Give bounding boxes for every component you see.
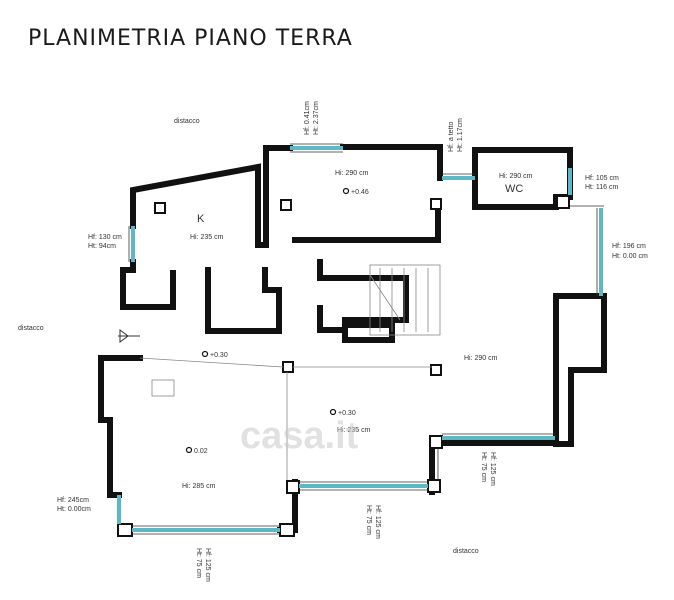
window-note: Ht: 75 cm (365, 505, 372, 535)
column (430, 198, 442, 210)
wall-left-upper (130, 145, 293, 248)
window-top-1 (290, 143, 343, 153)
room-height: Hi: 290 cm (464, 355, 498, 362)
column (430, 364, 442, 376)
distacco-label: distacco (174, 118, 200, 125)
room-height: Hi: 290 cm (499, 173, 533, 180)
window-note: Hf: 125 cm (489, 452, 496, 486)
column (280, 199, 292, 211)
column (117, 523, 133, 537)
window-bottom (132, 525, 280, 535)
window-note: Hf: 105 cm (585, 175, 619, 182)
window-note: Hf: a tetto (448, 122, 455, 152)
level-line (139, 357, 284, 368)
window-note: Ht: 0.00 cm (612, 253, 648, 260)
distacco-label: distacco (453, 548, 479, 555)
entrance-arrow-icon (118, 329, 140, 343)
wall-left-lower (98, 355, 143, 498)
window-note: Ht: 2.37cm (313, 101, 320, 135)
column (556, 195, 570, 209)
window-note: Hf: 0.41cm (304, 101, 311, 135)
wall-right-side (553, 293, 607, 447)
window-note: Hf: 125 cm (204, 548, 211, 582)
room-height: Hi: 290 cm (335, 170, 369, 177)
level-label: 0.02 (194, 448, 208, 455)
watermark: casa.it (240, 415, 359, 457)
window-bottom-right (437, 433, 555, 480)
column (282, 361, 294, 373)
level-label: +0.30 (338, 410, 356, 417)
window-note: Hf: 245cm (57, 497, 89, 504)
wall-kitchen (205, 267, 282, 334)
distacco-label: distacco (18, 325, 44, 332)
window-note: Ht: 94cm (88, 243, 116, 250)
room-label-k: K (197, 213, 205, 225)
level-marker-icon (329, 408, 337, 416)
column (427, 479, 441, 493)
wall-left-side (120, 259, 176, 310)
window-note: Ht: 0.00cm (57, 506, 91, 513)
window-note: Hf: 196 cm (612, 243, 646, 250)
wall-top-room-inner (292, 205, 441, 243)
window-left (128, 226, 135, 262)
column (429, 435, 443, 449)
level-label: +0.30 (210, 352, 228, 359)
level-marker-icon (201, 350, 209, 358)
window-note: Ht: 75 cm (480, 452, 487, 482)
window-bottom-mid (299, 481, 428, 491)
window-note: Ht: 75 cm (195, 548, 202, 578)
window-note: Ht: 1.17cm (457, 118, 464, 152)
stair-step-icon (151, 379, 175, 397)
room-height: Hi: 235 cm (337, 427, 371, 434)
column (286, 480, 300, 494)
level-marker-icon (185, 446, 193, 454)
room-height: Hi: 285 cm (182, 483, 216, 490)
column (279, 523, 295, 537)
room-height: Hi: 235 cm (190, 234, 224, 241)
window-note: Hf: 130 cm (88, 234, 122, 241)
column (154, 202, 166, 214)
window-top-2 (442, 173, 475, 180)
level-marker-icon (342, 187, 350, 195)
plan-title: PLANIMETRIA PIANO TERRA (28, 26, 353, 51)
window-note: Hf: 125 cm (374, 505, 381, 539)
wall-stairs-2 (317, 305, 348, 333)
staircase (369, 264, 441, 336)
window-right (570, 205, 604, 296)
room-label-wc: WC (505, 183, 523, 195)
level-label: +0.46 (351, 189, 369, 196)
window-note: Ht: 116 cm (585, 184, 618, 191)
wall-top-room (340, 144, 443, 181)
